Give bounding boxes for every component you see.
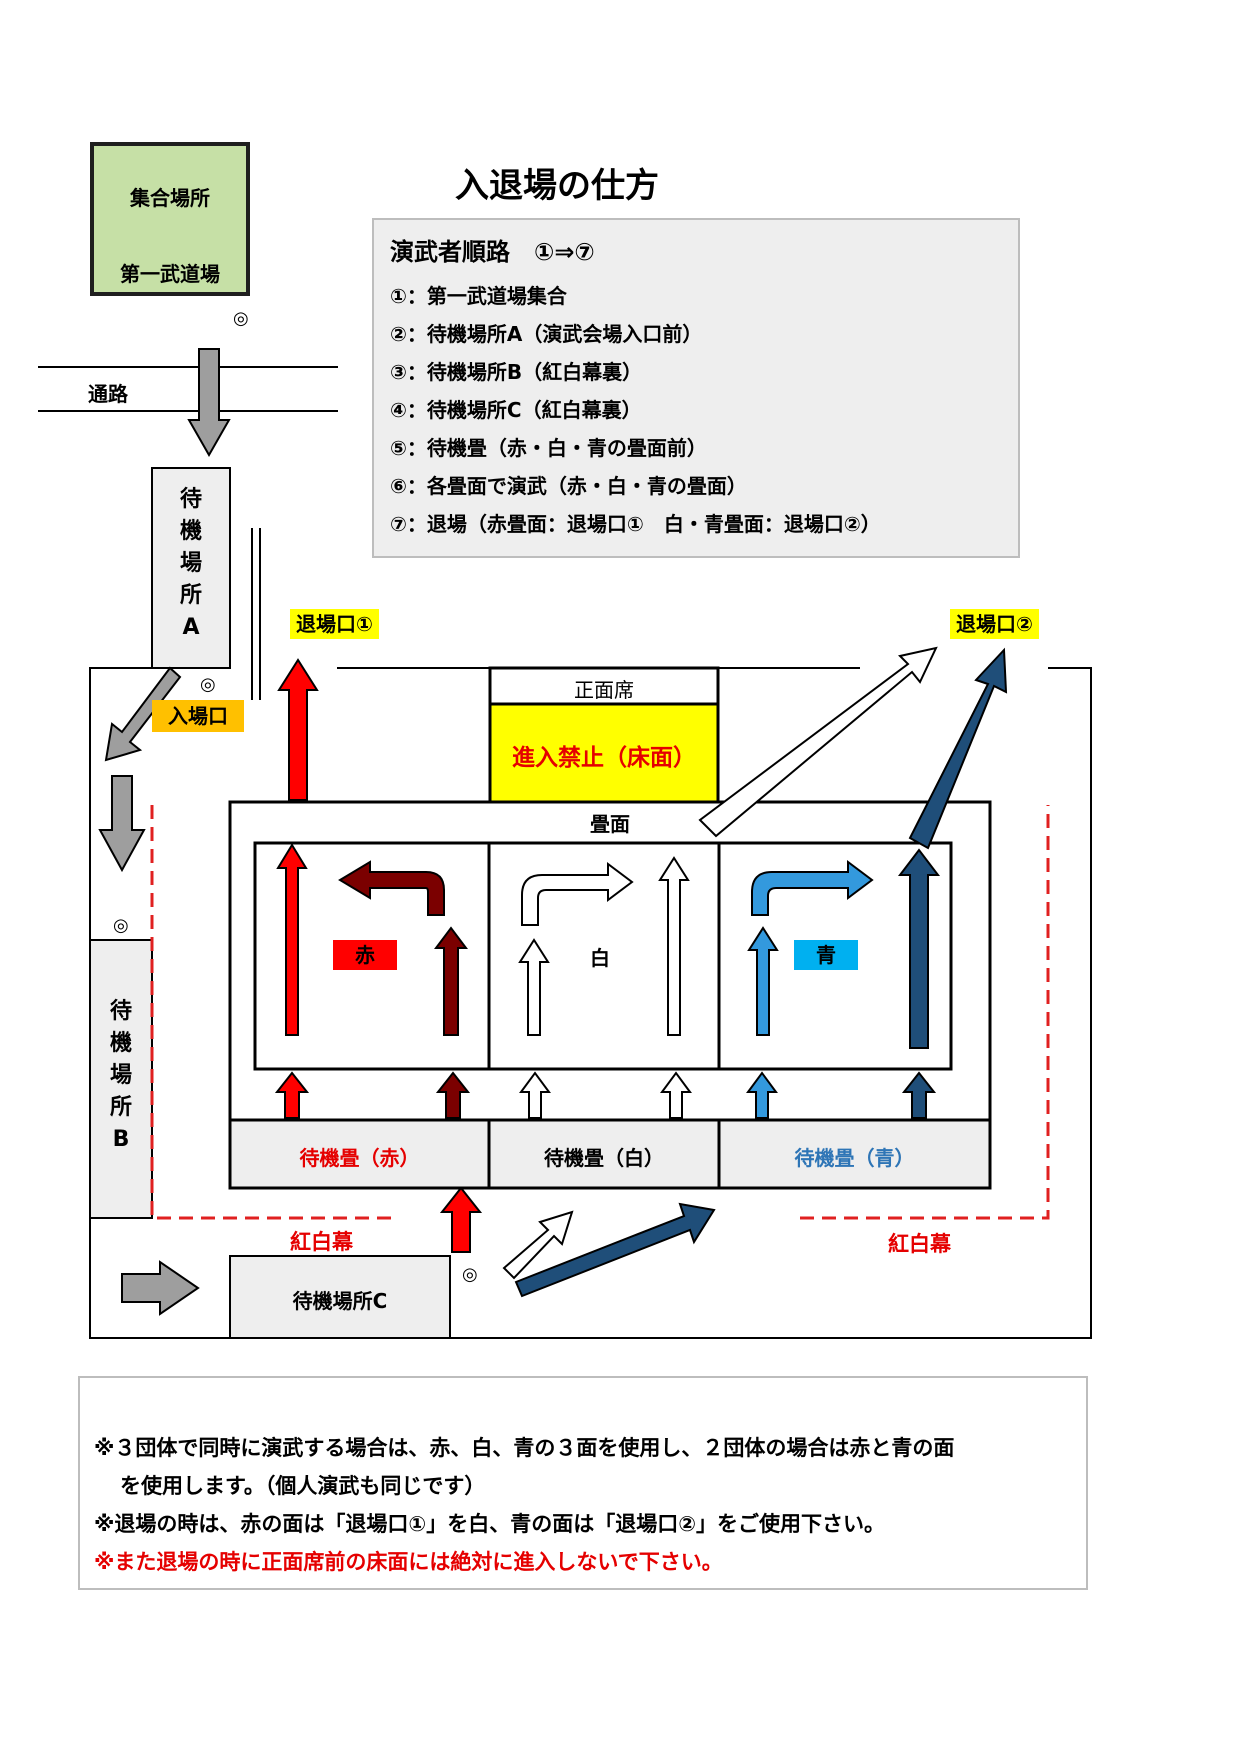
marker-icon: ◎: [462, 1264, 478, 1285]
mat-white-label: 白: [590, 946, 610, 970]
arrow-white-turn: [521, 862, 634, 926]
arrow-enter-red-2: [435, 1071, 471, 1119]
waiting-b-char: B: [112, 1127, 130, 1152]
arrow-blue-left-up: [747, 926, 779, 1036]
arrow-red-turn: [338, 860, 445, 916]
exit-1-label: 退場口①: [290, 608, 379, 639]
waiting-b-char: 所: [109, 1095, 132, 1120]
arrow-exit-2-navy: [908, 647, 1008, 850]
arrow-enter-red-1: [274, 1071, 310, 1119]
legend-step: ⑦：退場（赤畳面：退場口① 白・青畳面：退場口②）: [390, 512, 881, 536]
waiting-mat-blue-label: 待機畳（青）: [794, 1146, 915, 1170]
hall-outline: [89, 667, 1092, 1339]
waiting-area-b: [89, 939, 153, 1219]
assembly-label: 集合場所: [130, 186, 210, 210]
legend-step: ①：第一武道場集合: [390, 284, 567, 308]
front-seat-label: 正面席: [574, 678, 634, 702]
mat-area-label: 畳面: [590, 812, 630, 836]
arrow-to-b: [104, 666, 182, 762]
marker-icon: ◎: [200, 674, 216, 695]
waiting-a-label: 待 機 場 所 A: [152, 484, 230, 644]
legend-step: ④：待機場所C（紅白幕裏）: [390, 398, 642, 422]
mat-red-label: 赤: [333, 940, 397, 970]
note-line-2: を使用します。（個人演武も同じです）: [120, 1474, 486, 1498]
waiting-b-char: 待: [109, 999, 132, 1024]
legend-heading: 演武者順路 ①⇒⑦: [390, 238, 595, 266]
waiting-mat-red-label: 待機畳（赤）: [299, 1146, 420, 1170]
route-legend: 演武者順路 ①⇒⑦ ①：第一武道場集合 ②：待機場所A（演武会場入口前） ③：待…: [372, 218, 1020, 558]
waiting-c-label: 待機場所C: [292, 1289, 388, 1313]
arrow-navy-up: [897, 848, 941, 1049]
page-title: 入退場の仕方: [455, 166, 659, 206]
curtain-right-label: 紅白幕: [888, 1232, 951, 1256]
mat-blue: [717, 841, 953, 1071]
waiting-mat-white-label: 待機畳（白）: [544, 1146, 664, 1170]
arrow-blue-turn: [751, 860, 874, 916]
note-line-3: ※退場の時は、赤の面は「退場口①」を白、青の面は「退場口②」をご使用下さい。: [94, 1512, 885, 1536]
arrow-white-right-up: [658, 856, 690, 1036]
arrow-c-to-blue: [514, 1202, 716, 1298]
arrow-exit-2-white: [698, 646, 938, 838]
exit-1-text: 退場口①: [290, 609, 379, 639]
waiting-a-char: 待: [179, 487, 202, 512]
mat-blue-label: 青: [794, 940, 858, 970]
arrow-enter-blue-2: [901, 1071, 937, 1119]
waiting-area-c: [229, 1255, 451, 1339]
arrow-enter-white-1: [519, 1071, 551, 1119]
front-seat: [488, 666, 720, 706]
waiting-a-char: A: [182, 615, 200, 640]
passage-label: 通路: [88, 382, 128, 406]
exit-2-label: 退場口②: [950, 608, 1039, 639]
legend-step: ⑥：各畳面で演武（赤・白・青の畳面）: [390, 474, 747, 498]
legend-step: ③：待機場所B（紅白幕裏）: [390, 360, 643, 384]
arrow-white-left-up: [518, 938, 550, 1036]
note-line-1: ※３団体で同時に演武する場合は、赤、白、青の３面を使用し、２団体の場合は赤と青の…: [94, 1436, 955, 1460]
arrow-enter-blue-1: [746, 1071, 778, 1119]
waiting-mat-red: [228, 1118, 491, 1190]
waiting-a-char: 所: [179, 583, 202, 608]
marker-icon: ◎: [113, 915, 129, 936]
note-line-4: ※また退場の時に正面席前の床面には絶対に進入しないで下さい。: [94, 1550, 723, 1574]
arrow-c-to-white: [502, 1210, 574, 1280]
no-entry-label: 進入禁止（床面）: [512, 745, 696, 771]
arrow-enter-white-2: [660, 1071, 692, 1119]
entrance-label: 入場口: [152, 700, 244, 732]
legend-step: ⑤：待機畳（赤・白・青の畳面前）: [390, 436, 707, 460]
assembly-place-box: 集合場所 第一武道場: [90, 142, 250, 296]
exit-2-text: 退場口②: [950, 609, 1039, 639]
dojo-label: 第一武道場: [120, 262, 220, 286]
arrow-down-b: [98, 775, 146, 873]
marker-icon: ◎: [233, 308, 249, 329]
waiting-a-char: 場: [179, 551, 202, 576]
curtain-left-label: 紅白幕: [290, 1230, 353, 1254]
arrow-red-left-up: [276, 843, 308, 1036]
notes-box: ※３団体で同時に演武する場合は、赤、白、青の３面を使用し、２団体の場合は赤と青の…: [78, 1376, 1088, 1590]
arrow-down-passage: [187, 348, 231, 458]
arrow-to-c: [121, 1260, 200, 1316]
entrance-text: 入場口: [152, 700, 244, 732]
arrow-red-right-up: [434, 926, 468, 1036]
waiting-b-label: 待 機 場 所 B: [90, 996, 152, 1156]
waiting-b-char: 場: [109, 1063, 132, 1088]
arrow-c-to-red: [439, 1186, 483, 1253]
curtain-left: [150, 805, 398, 1220]
waiting-b-char: 機: [109, 1031, 132, 1056]
arrow-exit-1: [277, 658, 319, 801]
waiting-mat-blue: [717, 1118, 992, 1190]
waiting-a-char: 機: [179, 519, 202, 544]
waiting-area-a: [151, 467, 231, 669]
curtain-right: [800, 805, 1050, 1220]
legend-step: ②：待機場所A（演武会場入口前）: [390, 322, 703, 346]
